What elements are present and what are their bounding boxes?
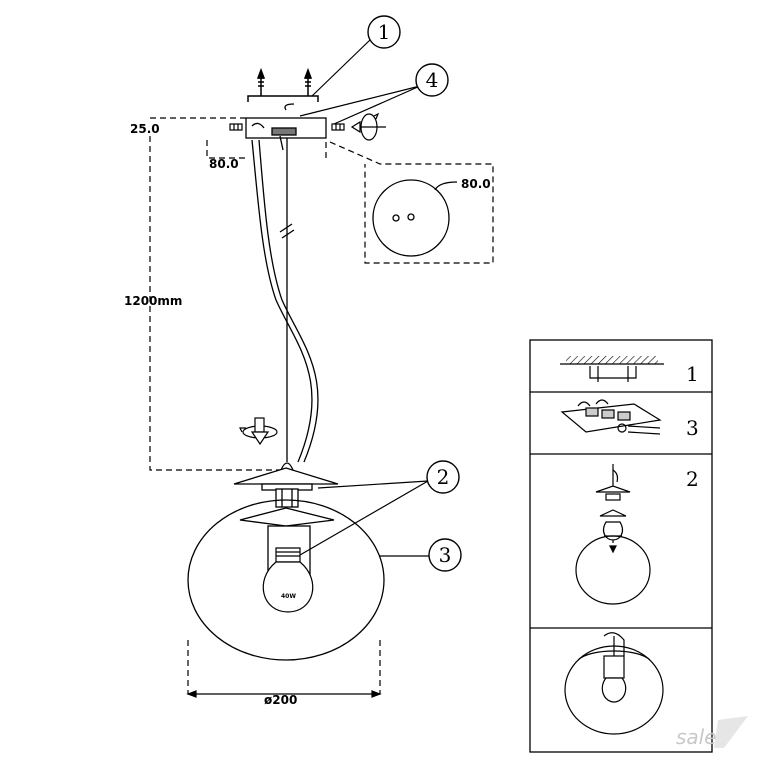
ceiling-plate	[245, 103, 327, 151]
bulb-label: 40W	[281, 593, 296, 600]
watermark: sale	[676, 725, 717, 749]
step-1-label: 1	[686, 362, 699, 386]
step-wiring-drawing	[560, 399, 662, 435]
plate-width-label: 80.0	[209, 157, 239, 171]
callout-2-label: 2	[437, 465, 450, 489]
bulb	[262, 547, 314, 613]
callout-4: 4	[415, 63, 449, 97]
step-1-drawing	[560, 356, 664, 382]
watermark-logo	[714, 716, 748, 748]
canopy-diameter-label: 80.0	[461, 177, 491, 191]
callout-1: 1	[367, 15, 401, 49]
rotate-icon	[350, 112, 386, 141]
dimension-guides	[149, 117, 494, 471]
step-3-label: 2	[686, 467, 699, 491]
callout-4-label: 4	[426, 68, 439, 92]
offset-dimension-label: 25.0	[130, 122, 160, 136]
suspension-cable	[251, 138, 319, 463]
step-2-label: 3	[686, 416, 699, 440]
canopy-detail	[372, 179, 458, 257]
leader-lines	[299, 39, 430, 557]
final-lamp-drawing	[564, 632, 664, 735]
adjust-rotate-icon	[239, 417, 278, 446]
mounting-bracket	[247, 67, 319, 102]
step-assemble-drawing	[575, 464, 651, 605]
shade-diameter-label: ø200	[264, 693, 297, 707]
callout-1-label: 1	[378, 20, 391, 44]
callout-3-label: 3	[439, 543, 452, 567]
plate-screws	[229, 123, 345, 131]
callout-3: 3	[428, 538, 462, 572]
diameter-dimension	[186, 640, 382, 698]
glass-globe	[187, 499, 385, 661]
cable-length-label: 1200mm	[124, 294, 182, 308]
callout-2: 2	[426, 460, 460, 494]
